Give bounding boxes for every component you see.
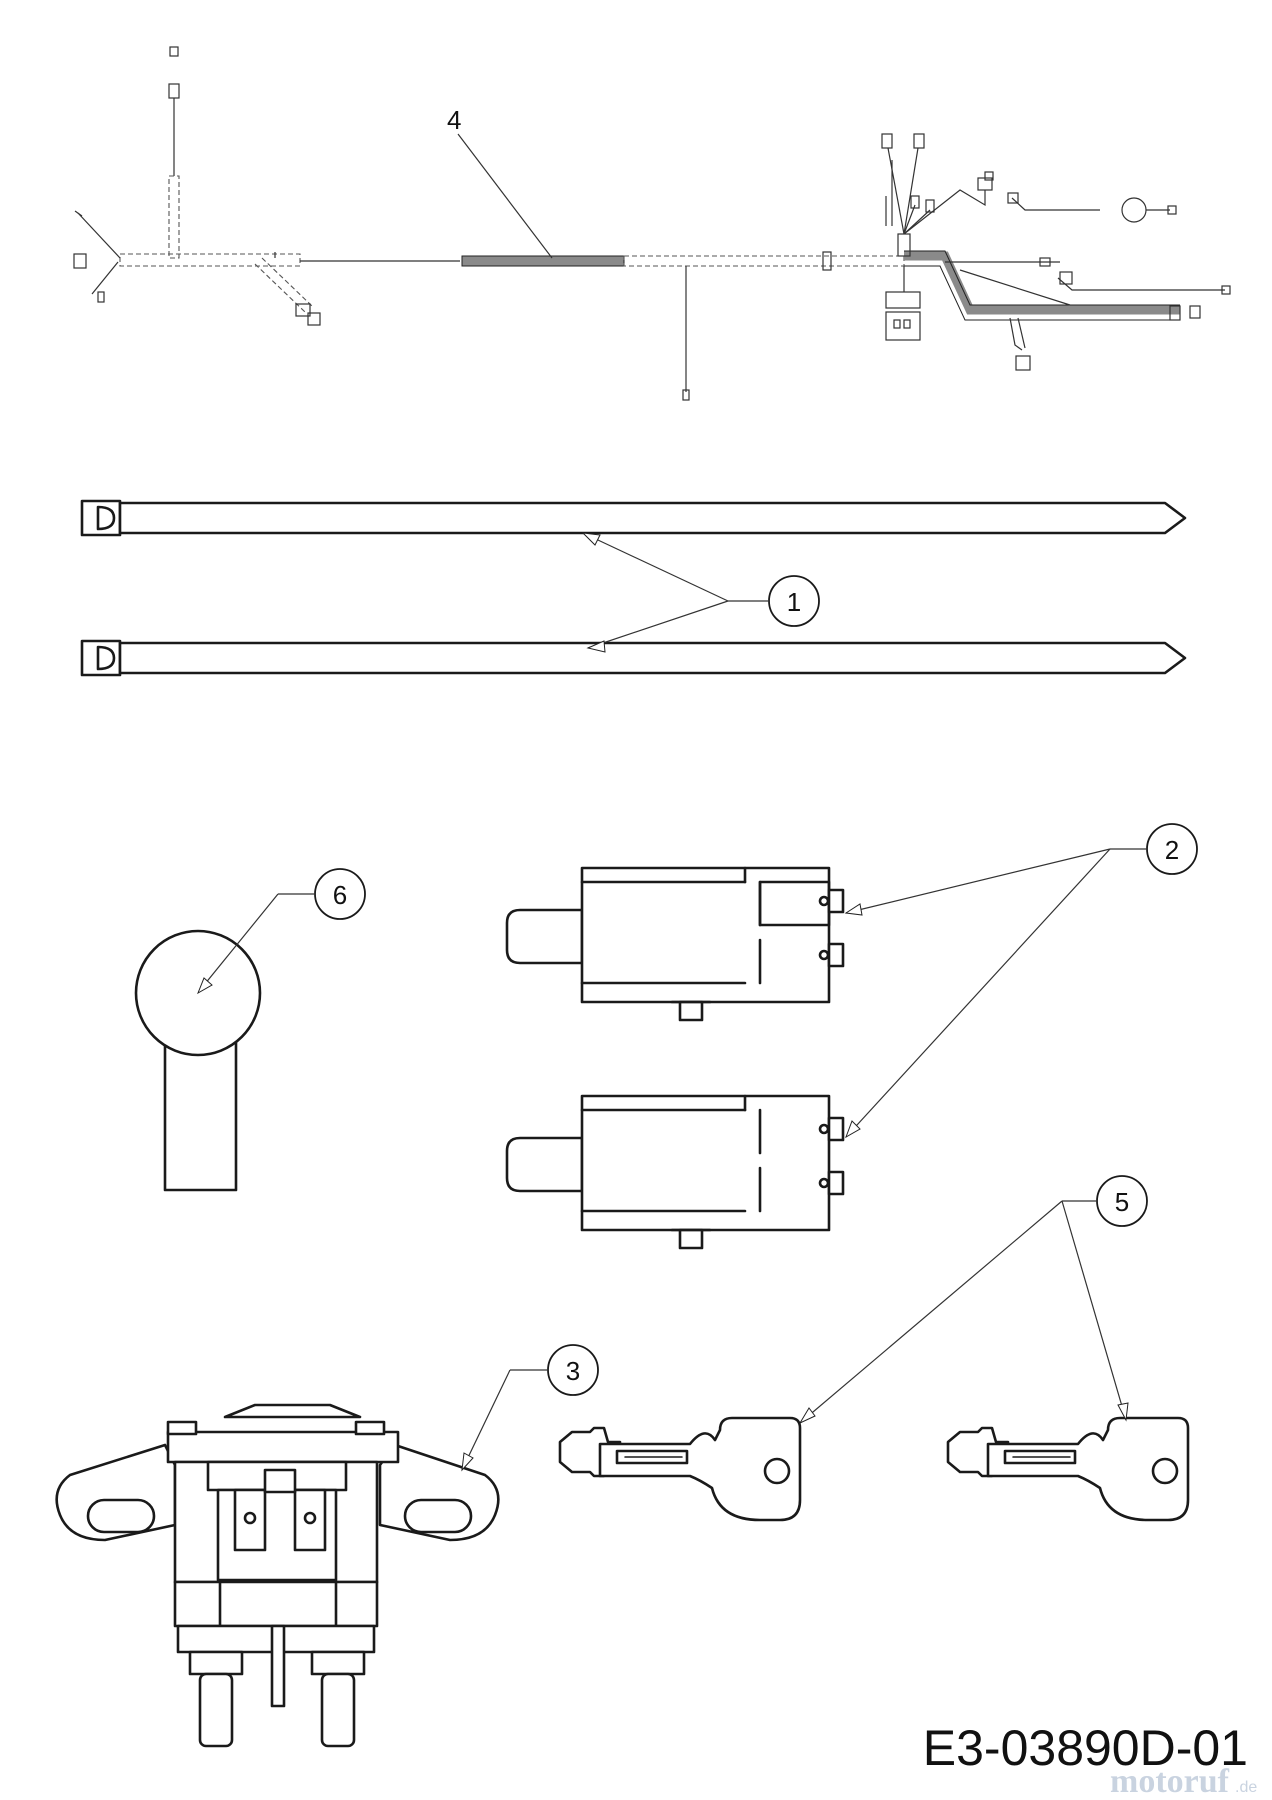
callout-4-label: 4 [447,105,461,135]
harness-connector [1015,355,1031,371]
part-6-component [134,929,262,1192]
harness-sleeve [461,255,625,267]
cable-tie-bottom [80,639,1187,677]
watermark-suffix: .de [1235,1779,1257,1796]
wiring-harness [73,46,1231,401]
callout-5: 5 [798,1175,1148,1425]
callout-3-label: 3 [566,1356,580,1386]
callout-2-label: 2 [1165,835,1179,865]
interlock-switch-bottom [505,1094,845,1250]
cable-tie-top [80,499,1187,537]
harness-connector [307,312,321,326]
callout-4: 4 [447,105,553,259]
ignition-switch [55,1403,500,1748]
harness-connector [1189,305,1201,319]
ignition-key-left [558,1416,802,1522]
callout-6: 6 [197,868,366,995]
interlock-switch-top [505,866,845,1022]
callout-6-label: 6 [333,880,347,910]
callout-1-label: 1 [787,587,801,617]
harness-connector [73,253,87,269]
callout-5-label: 5 [1115,1187,1129,1217]
callout-1: 1 [581,532,820,653]
callout-3: 3 [461,1344,599,1472]
harness-connector-top [169,46,179,57]
drawing-number: E3-03890D-01 [923,1720,1248,1776]
ignition-key-right [946,1416,1190,1522]
callout-2: 2 [844,823,1198,1139]
watermark-text: motoruf [1110,1763,1230,1800]
harness-connector [168,83,180,99]
watermark-logo: motoruf .de [1110,1763,1257,1800]
